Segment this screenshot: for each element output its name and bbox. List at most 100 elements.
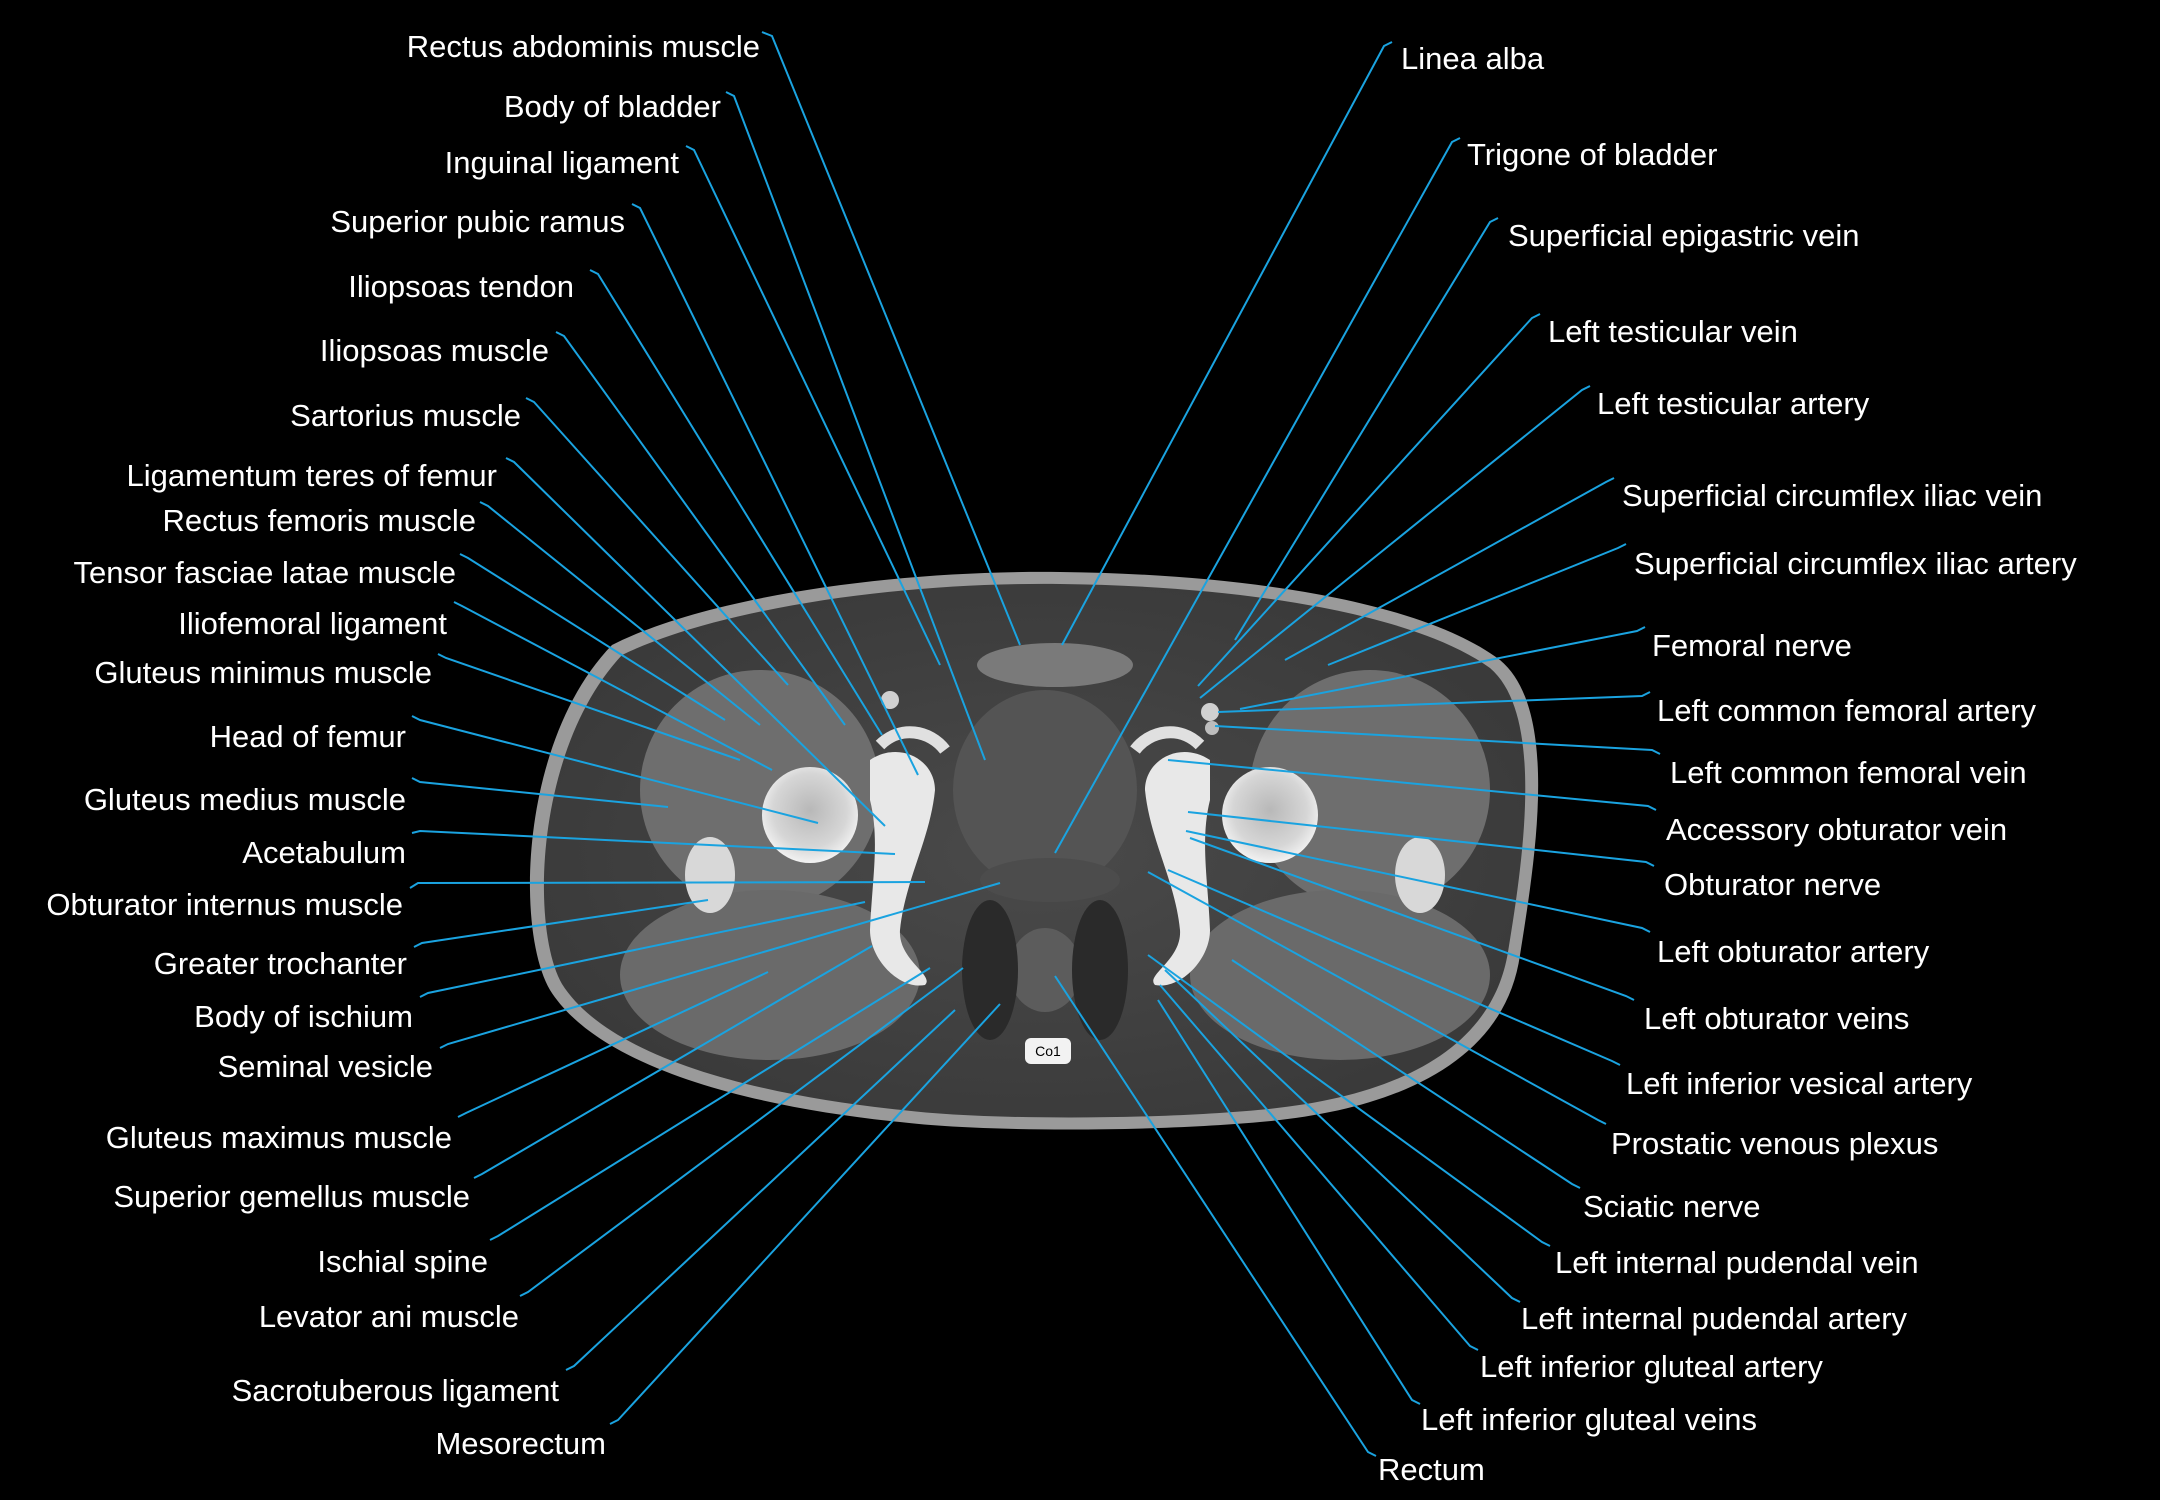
coccyx — [1025, 1038, 1071, 1064]
annotation-label: Left obturator veins — [1644, 1001, 1909, 1036]
annotation-label: Left internal pudendal vein — [1555, 1245, 1919, 1280]
annotation-label: Superficial circumflex iliac vein — [1622, 478, 2042, 513]
left-femoral-artery — [1201, 703, 1219, 721]
annotation: Rectum — [1054, 975, 1485, 1487]
annotation-label: Levator ani muscle — [259, 1299, 519, 1334]
leader-line — [1214, 725, 1661, 755]
annotation-label: Seminal vesicle — [218, 1049, 433, 1084]
leader-line — [505, 457, 886, 827]
annotation-label: Left common femoral artery — [1657, 693, 2037, 728]
right-superior-pubic-ramus — [875, 726, 950, 754]
leader-line — [1061, 41, 1393, 646]
leader-line — [419, 901, 866, 998]
leader-line — [631, 203, 919, 776]
left-ischioanal-fossa — [1072, 900, 1128, 1040]
right-femoral-vessel — [881, 691, 899, 709]
bladder — [953, 690, 1137, 890]
annotation: Acetabulum — [242, 829, 896, 870]
annotation: Gluteus medius muscle — [84, 777, 669, 817]
leader-line — [1185, 830, 1651, 933]
leader-line — [1234, 217, 1499, 641]
annotation-label: Tensor fasciae latae muscle — [73, 555, 456, 590]
right-femoral-head — [762, 767, 858, 863]
annotation: Gluteus maximus muscle — [106, 971, 769, 1155]
annotation-label: Rectum — [1378, 1452, 1485, 1487]
annotation: Seminal vesicle — [218, 882, 1001, 1084]
annotation-label: Left inferior vesical artery — [1626, 1066, 1973, 1101]
annotation-label: Superior gemellus muscle — [113, 1179, 470, 1214]
leader-line — [1167, 869, 1621, 1066]
annotation: Left common femoral vein — [1214, 725, 2027, 790]
annotation: Iliofemoral ligament — [178, 601, 773, 771]
annotation: Left obturator artery — [1185, 830, 1930, 969]
leader-line — [437, 653, 741, 761]
annotation-label: Head of femur — [210, 719, 406, 754]
annotation: Superior pubic ramus — [330, 203, 919, 776]
annotation: Iliopsoas tendon — [348, 269, 883, 736]
annotation-label: Trigone of bladder — [1467, 137, 1717, 172]
annotation: Sartorius muscle — [290, 397, 789, 686]
annotation-label: Rectus femoris muscle — [162, 503, 476, 538]
annotation-label: Gluteus medius muscle — [84, 782, 406, 817]
annotation-label: Left testicular artery — [1597, 386, 1870, 421]
annotation-label: Mesorectum — [435, 1426, 606, 1461]
leader-line — [439, 882, 1001, 1049]
leader-line — [479, 501, 761, 726]
annotation-label: Left internal pudendal artery — [1521, 1301, 1908, 1336]
annotation-label: Ligamentum teres of femur — [127, 458, 497, 493]
annotation-label: Left testicular vein — [1548, 314, 1798, 349]
leader-line — [1164, 969, 1521, 1303]
annotation: Levator ani muscle — [259, 967, 964, 1334]
annotation-label: Inguinal ligament — [445, 145, 680, 180]
annotation: Inguinal ligament — [445, 145, 941, 666]
annotation-label: Iliopsoas tendon — [348, 269, 574, 304]
annotation-label: Greater trochanter — [154, 946, 407, 981]
annotation: Body of ischium — [194, 901, 866, 1034]
annotation-label: Left obturator artery — [1657, 934, 1930, 969]
leader-line — [1054, 975, 1377, 1457]
leader-line — [1147, 871, 1607, 1125]
annotation: Body of bladder — [504, 89, 986, 761]
right-greater-trochanter — [685, 837, 735, 913]
annotation-label: Rectus abdominis muscle — [407, 29, 760, 64]
leader-line — [489, 967, 931, 1241]
annotation: Rectus abdominis muscle — [407, 29, 1021, 646]
annotation-label: Left common femoral vein — [1670, 755, 2027, 790]
leader-line — [411, 829, 896, 855]
leader-line — [1159, 984, 1479, 1351]
annotation: Ligamentum teres of femur — [127, 457, 886, 827]
annotation: Left inferior gluteal artery — [1159, 984, 1823, 1384]
annotation: Femoral nerve — [1239, 626, 1852, 710]
annotation-label: Obturator internus muscle — [46, 887, 403, 922]
annotation: Accessory obturator vein — [1167, 759, 2007, 847]
annotation-label: Acetabulum — [242, 835, 406, 870]
annotation-label: Superficial epigastric vein — [1508, 218, 1860, 253]
leader-line — [685, 145, 941, 666]
leader-line — [473, 945, 873, 1179]
annotation: Obturator internus muscle — [46, 881, 926, 922]
leader-line — [1147, 954, 1551, 1247]
annotation: Left internal pudendal vein — [1147, 954, 1919, 1280]
leader-line — [1327, 543, 1627, 666]
right-ischioanal-fossa — [962, 900, 1018, 1040]
annotation-label: Left inferior gluteal veins — [1421, 1402, 1757, 1437]
annotation: Tensor fasciae latae muscle — [73, 553, 726, 721]
annotation-label: Sartorius muscle — [290, 398, 521, 433]
leader-line — [1217, 691, 1651, 713]
right-gluteal-muscles — [620, 890, 920, 1060]
leader-line — [761, 31, 1021, 646]
annotation: Left obturator veins — [1189, 837, 1909, 1036]
annotation-label: Sacrotuberous ligament — [232, 1373, 560, 1408]
annotation-label: Left inferior gluteal artery — [1480, 1349, 1823, 1384]
leader-line — [1157, 999, 1421, 1405]
annotation-label: Prostatic venous plexus — [1611, 1126, 1938, 1161]
right-acetabulum-ischium — [870, 751, 935, 986]
annotation-label: Superficial circumflex iliac artery — [1634, 546, 2077, 581]
annotation-label: Sciatic nerve — [1583, 1189, 1760, 1224]
leader-line — [1197, 313, 1541, 687]
rectum — [1009, 928, 1081, 1012]
leader-line — [1167, 759, 1657, 811]
annotation: Left testicular artery — [1199, 385, 1870, 699]
annotation: Greater trochanter — [154, 899, 709, 981]
annotation: Iliopsoas muscle — [320, 331, 846, 726]
